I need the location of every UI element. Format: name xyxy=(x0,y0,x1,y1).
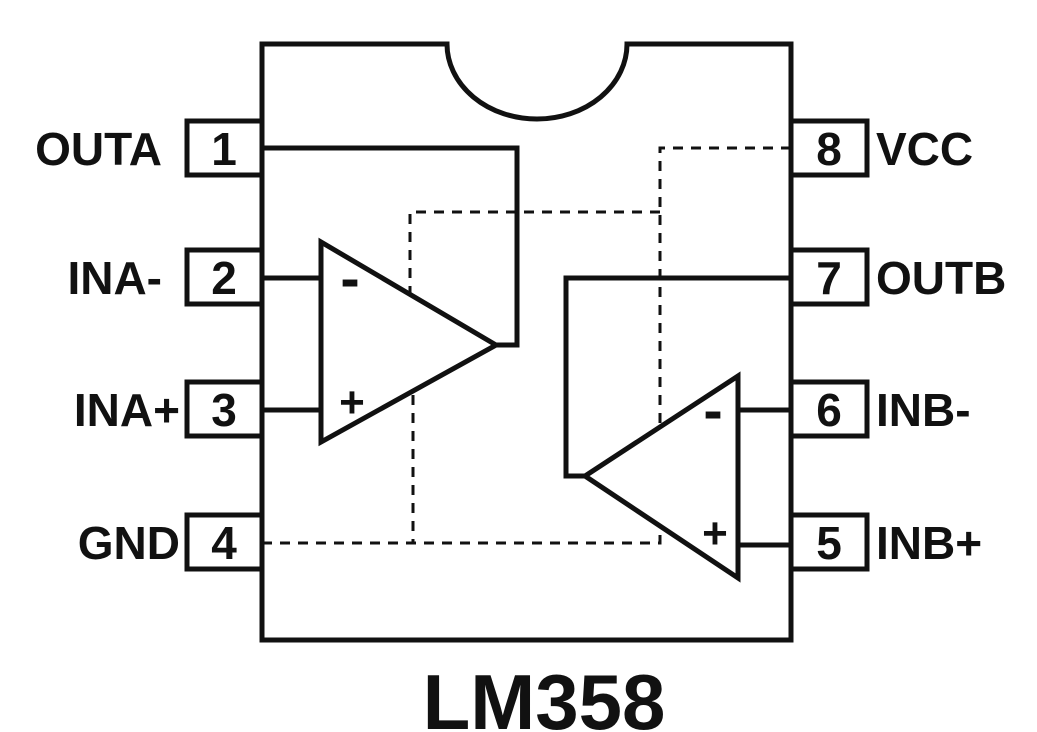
pin-2-number: 2 xyxy=(211,252,237,304)
amp-a-vcc-dashed-wire xyxy=(408,210,660,293)
amp-a-output-wire xyxy=(262,145,520,348)
pin-7-box xyxy=(788,247,870,307)
amp-b-minus-sign: - xyxy=(703,378,722,443)
pin-6-number: 6 xyxy=(816,384,842,436)
pin-3-number: 3 xyxy=(211,384,237,436)
amp-b-triangle xyxy=(580,371,741,583)
amp-b-plus-sign: + xyxy=(702,509,728,558)
pin-5-label: INB+ xyxy=(876,517,982,569)
amp-a-triangle xyxy=(318,237,502,447)
amp-a-plus-sign: + xyxy=(339,378,365,427)
pin-5-number: 5 xyxy=(816,517,842,569)
pin-6-label: INB- xyxy=(876,384,971,436)
pin-2-label: INA- xyxy=(67,252,162,304)
pin-8-label: VCC xyxy=(876,123,973,175)
pin-7-number: 7 xyxy=(816,252,842,304)
pin-4-number: 4 xyxy=(211,517,237,569)
gnd-dashed-wire xyxy=(262,534,662,545)
pin-3-label: INA+ xyxy=(74,384,180,436)
amp-b-output-wire xyxy=(563,275,791,479)
pin-8-number: 8 xyxy=(816,123,842,175)
pin-5-box xyxy=(788,512,870,572)
chip-body xyxy=(259,41,794,643)
pin-1-label: OUTA xyxy=(35,123,162,175)
pin-7-label: OUTB xyxy=(876,252,1006,304)
amp-a-minus-sign: - xyxy=(340,246,359,311)
vcc-dashed-wire xyxy=(658,146,791,423)
chip-title: LM358 xyxy=(423,658,666,732)
pin-4-label: GND xyxy=(78,517,180,569)
pin-3-box xyxy=(184,379,265,439)
pin-1-number: 1 xyxy=(211,123,237,175)
